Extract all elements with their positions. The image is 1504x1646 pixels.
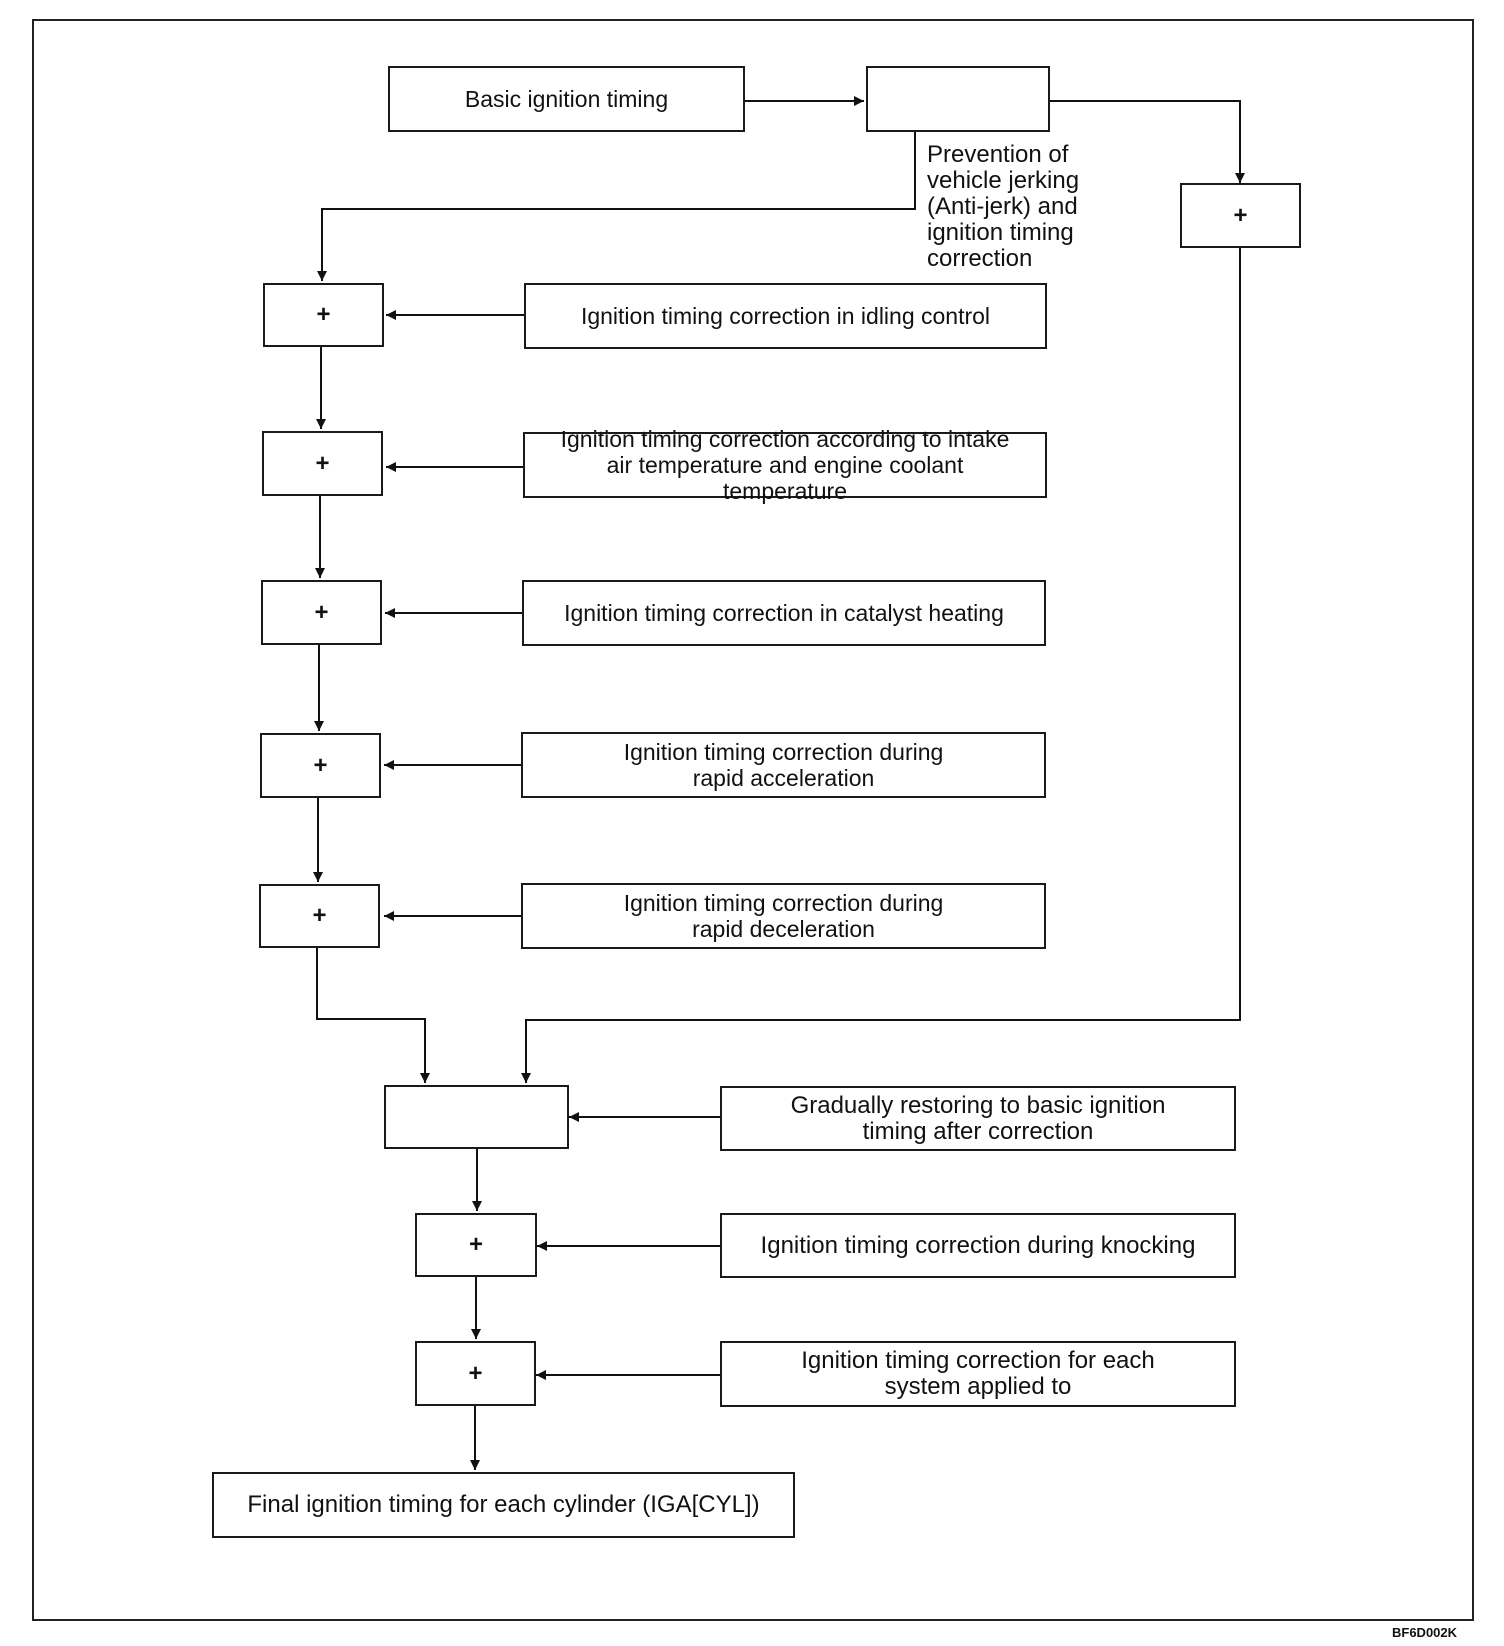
- anti-jerk-line: ignition timing: [927, 219, 1074, 246]
- arrow-chain-to-restore: [316, 948, 430, 1083]
- outer-frame: [32, 19, 1474, 1621]
- sum-node-decel: +: [259, 884, 380, 948]
- sum-node-each-system: +: [415, 1341, 536, 1406]
- anti-jerk-line: (Anti-jerk) and: [927, 193, 1078, 220]
- anti-jerk-line: correction: [927, 245, 1033, 272]
- anti-jerk-label: Prevention of vehicle jerking (Anti-jerk…: [927, 142, 1079, 272]
- sum-node-catalyst: +: [261, 580, 382, 645]
- sum-node-knocking: +: [415, 1213, 537, 1277]
- anti-jerk-line: Prevention of: [927, 141, 1069, 168]
- correction-each-system-box: Ignition timing correction for each syst…: [720, 1341, 1236, 1407]
- final-ignition-timing-box: Final ignition timing for each cylinder …: [212, 1472, 795, 1538]
- basic-ignition-timing-box: Basic ignition timing: [388, 66, 745, 132]
- right-sum-node: +: [1180, 183, 1301, 248]
- correction-restoring-box: Gradually restoring to basic ignition ti…: [720, 1086, 1236, 1151]
- figure-code: BF6D002K: [1392, 1625, 1458, 1640]
- anti-jerk-line: vehicle jerking: [927, 167, 1080, 194]
- correction-rapid-accel-box: Ignition timing correction during rapid …: [521, 732, 1046, 798]
- restore-combiner-box: [384, 1085, 569, 1149]
- arrow-right-sum-to-restore: [521, 248, 1241, 1083]
- sum-node-idling: +: [263, 283, 384, 347]
- correction-idling-box: Ignition timing correction in idling con…: [524, 283, 1047, 349]
- sum-node-accel: +: [260, 733, 381, 798]
- correction-knocking-box: Ignition timing correction during knocki…: [720, 1213, 1236, 1278]
- correction-intake-coolant-box: Ignition timing correction according to …: [523, 426, 1047, 504]
- sum-node-intake: +: [262, 431, 383, 496]
- correction-rapid-decel-box: Ignition timing correction during rapid …: [521, 883, 1046, 949]
- combiner-box: [866, 66, 1050, 132]
- arrow-combiner-to-chain: [317, 132, 916, 281]
- correction-catalyst-box: Ignition timing correction in catalyst h…: [522, 580, 1046, 646]
- arrow-combiner-to-right-sum: [1050, 100, 1245, 183]
